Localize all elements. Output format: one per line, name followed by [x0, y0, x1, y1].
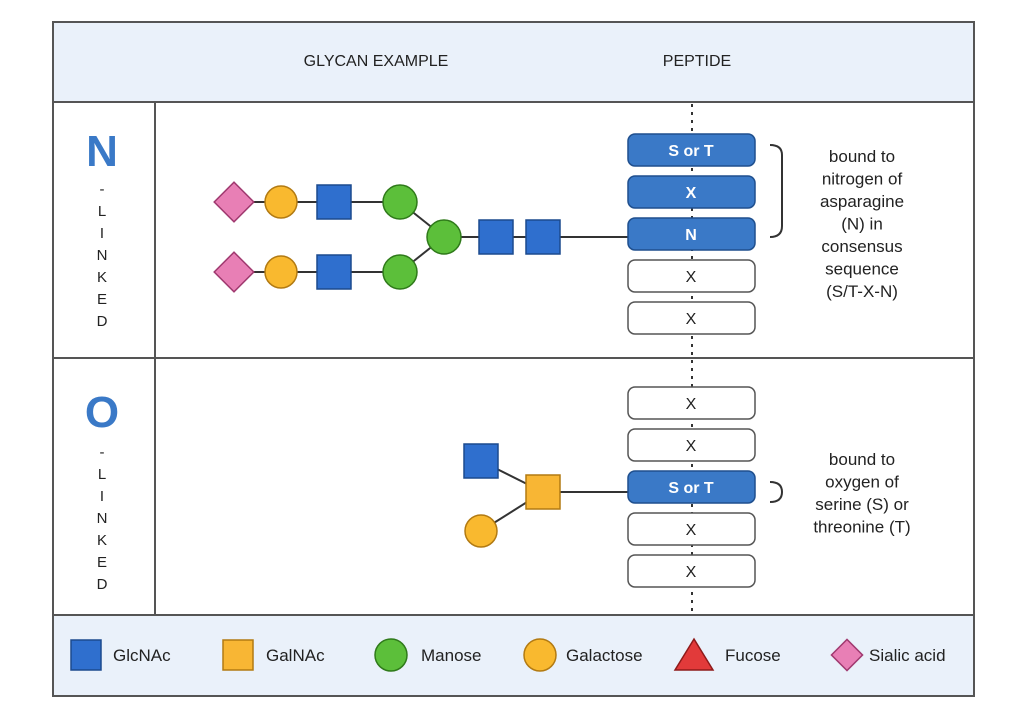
annotation-line: bound to — [829, 450, 895, 469]
n-linked-annotation: bound to nitrogen of asparagine (N) in conse… — [820, 147, 904, 301]
n-bracket — [769, 144, 783, 238]
galactose-icon — [264, 185, 298, 219]
header-panel — [54, 23, 973, 102]
o-big-letter: O — [85, 388, 119, 437]
side-letter: - — [100, 444, 105, 461]
annotation-line: bound to — [829, 147, 895, 166]
residue-box — [627, 428, 756, 462]
legend-panel — [54, 616, 973, 695]
annotation-line: (S/T-X-N) — [826, 282, 898, 301]
orange-square-icon — [222, 639, 254, 671]
residue-box — [627, 133, 756, 167]
annotation-line: (N) in — [841, 215, 883, 234]
residue-label: X — [686, 311, 697, 328]
n-big-letter: N — [86, 127, 118, 176]
red-triangle-icon — [673, 637, 715, 671]
legend-label-glcnac: GlcNAc — [113, 646, 171, 665]
glcnac-icon — [316, 254, 352, 290]
annotation-line: asparagine — [820, 192, 904, 211]
n-peptide-residues: S or T X N X X — [627, 133, 756, 335]
annotation-line: consensus — [821, 237, 902, 256]
side-letter: - — [100, 181, 105, 198]
side-letter: N — [97, 510, 108, 527]
annotation-line: nitrogen of — [822, 170, 903, 189]
o-glycan-structure — [463, 443, 630, 548]
legend: GlcNAc GalNAc Manose Galactose Fucose Si… — [70, 637, 946, 672]
side-letter: E — [97, 291, 107, 308]
manose-icon — [382, 254, 418, 290]
side-letter: N — [97, 247, 108, 264]
galactose-icon — [264, 255, 298, 289]
manose-icon — [426, 219, 462, 255]
legend-label-galnac: GalNAc — [266, 646, 325, 665]
glcnac-icon — [463, 443, 499, 479]
residue-box — [627, 175, 756, 209]
pink-diamond-icon — [830, 638, 864, 672]
green-circle-icon — [374, 638, 408, 672]
side-letter: L — [98, 466, 106, 483]
residue-box — [627, 470, 756, 504]
side-letter: K — [97, 269, 107, 286]
galnac-icon — [525, 474, 561, 510]
residue-box — [627, 512, 756, 546]
glycan-column-title: GLYCAN EXAMPLE — [304, 53, 449, 70]
side-letter: K — [97, 532, 107, 549]
legend-label-galactose: Galactose — [566, 646, 643, 665]
residue-box — [627, 554, 756, 588]
residue-label: X — [686, 564, 697, 581]
yellow-circle-icon — [523, 638, 557, 672]
galactose-icon — [464, 514, 498, 548]
glcnac-icon — [316, 184, 352, 220]
manose-icon — [382, 184, 418, 220]
residue-box — [627, 301, 756, 335]
residue-label: X — [686, 396, 697, 413]
residue-label: S or T — [668, 480, 714, 497]
side-letter: D — [97, 313, 108, 330]
annotation-line: sequence — [825, 260, 899, 279]
blue-square-icon — [70, 639, 102, 671]
residue-label: X — [686, 438, 697, 455]
legend-label-manose: Manose — [421, 646, 481, 665]
annotation-line: oxygen of — [825, 473, 899, 492]
glcnac-icon — [525, 219, 561, 255]
o-linked-annotation: bound to oxygen of serine (S) or threonine … — [813, 450, 910, 537]
o-peptide-residues: X X S or T X X — [627, 386, 756, 588]
legend-label-fucose: Fucose — [725, 646, 781, 665]
n-glycan-structure — [213, 181, 630, 293]
residue-label: X — [686, 185, 697, 202]
side-letter: E — [97, 554, 107, 571]
o-bracket — [769, 481, 784, 503]
side-letter: D — [97, 576, 108, 593]
residue-label: X — [686, 522, 697, 539]
annotation-line: threonine (T) — [813, 518, 910, 537]
residue-box — [627, 217, 756, 251]
side-letter: L — [98, 203, 106, 220]
residue-label: S or T — [668, 143, 714, 160]
residue-box — [627, 259, 756, 293]
side-letter: I — [100, 488, 104, 505]
peptide-column-title: PEPTIDE — [663, 53, 731, 70]
residue-box — [627, 386, 756, 420]
annotation-line: serine (S) or — [815, 495, 909, 514]
residue-label: X — [686, 269, 697, 286]
glcnac-icon — [478, 219, 514, 255]
sialic-acid-icon — [213, 181, 255, 223]
residue-label: N — [685, 227, 697, 244]
side-letter: I — [100, 225, 104, 242]
sialic-acid-icon — [213, 251, 255, 293]
legend-label-sialic-acid: Sialic acid — [869, 646, 946, 665]
